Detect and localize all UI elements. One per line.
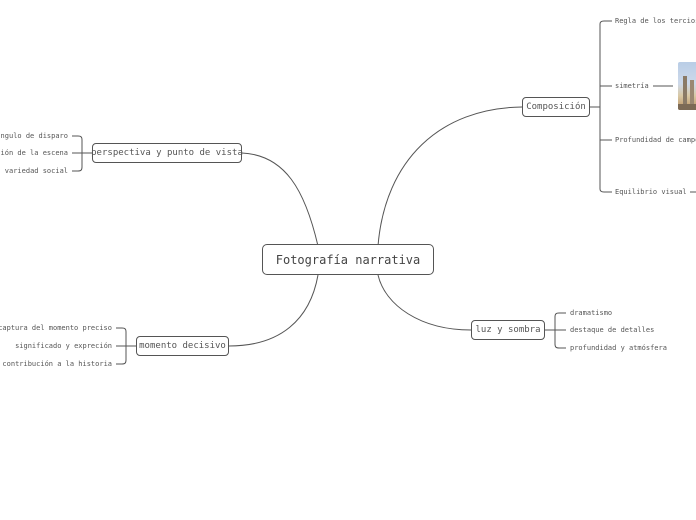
branch-perspectiva[interactable]: perspectiva y punto de vista <box>92 143 242 163</box>
leaf-angulo-disparo[interactable]: ángulo de disparo <box>0 131 68 141</box>
connector-composicion-bracket <box>590 21 612 192</box>
leaf-regla-tercios[interactable]: Regla de los tercios <box>615 16 696 26</box>
leaf-dramatismo[interactable]: dramatismo <box>570 308 612 318</box>
leaf-contribucion-historia[interactable]: contribución a la historia <box>2 359 112 369</box>
branch-momento-label: momento decisivo <box>139 341 226 351</box>
connector-composicion <box>378 107 522 246</box>
branch-perspectiva-label: perspectiva y punto de vista <box>91 148 243 158</box>
leaf-simetria[interactable]: simetría <box>615 81 649 91</box>
leaf-captura-momento[interactable]: captura del momento preciso <box>0 323 112 333</box>
leaf-variedad-social[interactable]: variedad social <box>5 166 68 176</box>
branch-luz-label: luz y sombra <box>475 325 540 335</box>
leaf-equilibrio-visual[interactable]: Equilibrio visual <box>615 187 687 197</box>
branch-composicion-label: Composición <box>526 102 586 112</box>
connector-perspectiva-bracket <box>72 136 92 171</box>
leaf-posicion-escena[interactable]: posición de la escena <box>0 148 68 158</box>
connector-perspectiva <box>242 153 318 246</box>
connector-luz <box>378 275 471 330</box>
connector-luz-bracket <box>545 313 566 348</box>
leaf-significado-expresion[interactable]: significado y expreción <box>15 341 112 351</box>
branch-composicion[interactable]: Composición <box>522 97 590 117</box>
central-topic[interactable]: Fotografía narrativa <box>262 244 434 275</box>
leaf-destaque-detalles[interactable]: destaque de detalles <box>570 325 654 335</box>
leaf-profundidad-atmosfera[interactable]: profundidad y atmósfera <box>570 343 667 353</box>
central-topic-label: Fotografía narrativa <box>276 253 421 267</box>
branch-luz[interactable]: luz y sombra <box>471 320 545 340</box>
connector-momento <box>229 275 318 346</box>
leaf-profundidad-campo[interactable]: Profundidad de campo <box>615 135 696 145</box>
simetria-image <box>678 62 696 110</box>
connector-momento-bracket <box>116 328 136 364</box>
branch-momento[interactable]: momento decisivo <box>136 336 229 356</box>
